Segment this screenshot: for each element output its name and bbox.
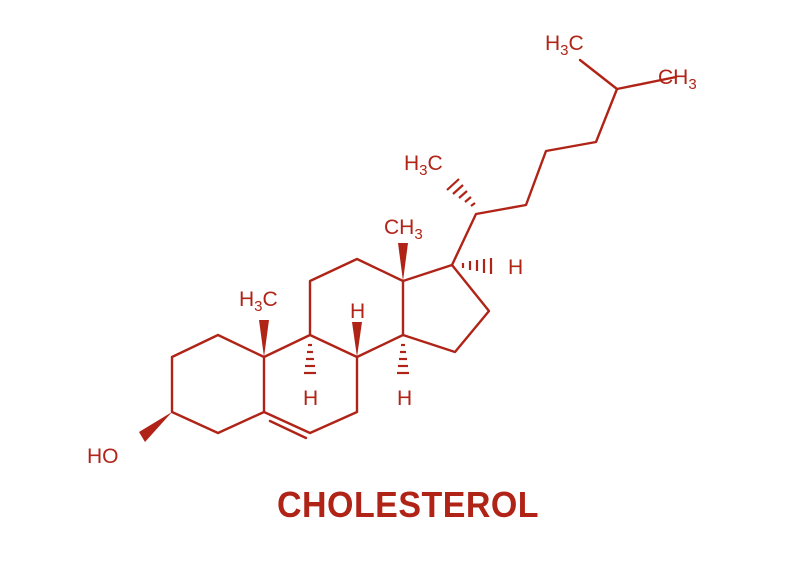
hydroxyl-label: HO: [87, 445, 119, 468]
c26-methyl-label: H3C: [545, 32, 584, 59]
side-chain: [450, 58, 678, 267]
c13-methyl-wedge: [398, 243, 408, 281]
c27-methyl-label: CH3: [658, 66, 697, 93]
molecule-title: CHOLESTEROL: [277, 484, 539, 525]
c10-methyl-wedge: [259, 320, 269, 357]
c17-hydrogen-label: H: [508, 256, 523, 279]
c13-methyl-label: CH3: [384, 216, 423, 243]
c10-methyl-label: H3C: [239, 288, 278, 315]
ring-b: [262, 333, 359, 440]
ring-a: [170, 333, 266, 435]
ring-d: [401, 263, 491, 354]
c14-h-hashed-bond: [397, 343, 409, 375]
ho-wedge-bond: [139, 412, 172, 442]
double-bond-c5-c6: [268, 419, 308, 440]
c8-h-wedge: [352, 322, 362, 357]
c20-methyl-hashed-bond: [446, 178, 476, 207]
c9-h-hashed-bond: [304, 343, 316, 375]
c8-hydrogen-label: H: [350, 300, 365, 323]
ring-c: [308, 257, 405, 359]
c17-h-hashed-bond: [461, 258, 493, 274]
c14-hydrogen-label: H: [397, 387, 412, 410]
c20-methyl-label: H3C: [404, 152, 443, 179]
c9-hydrogen-label: H: [303, 387, 318, 410]
